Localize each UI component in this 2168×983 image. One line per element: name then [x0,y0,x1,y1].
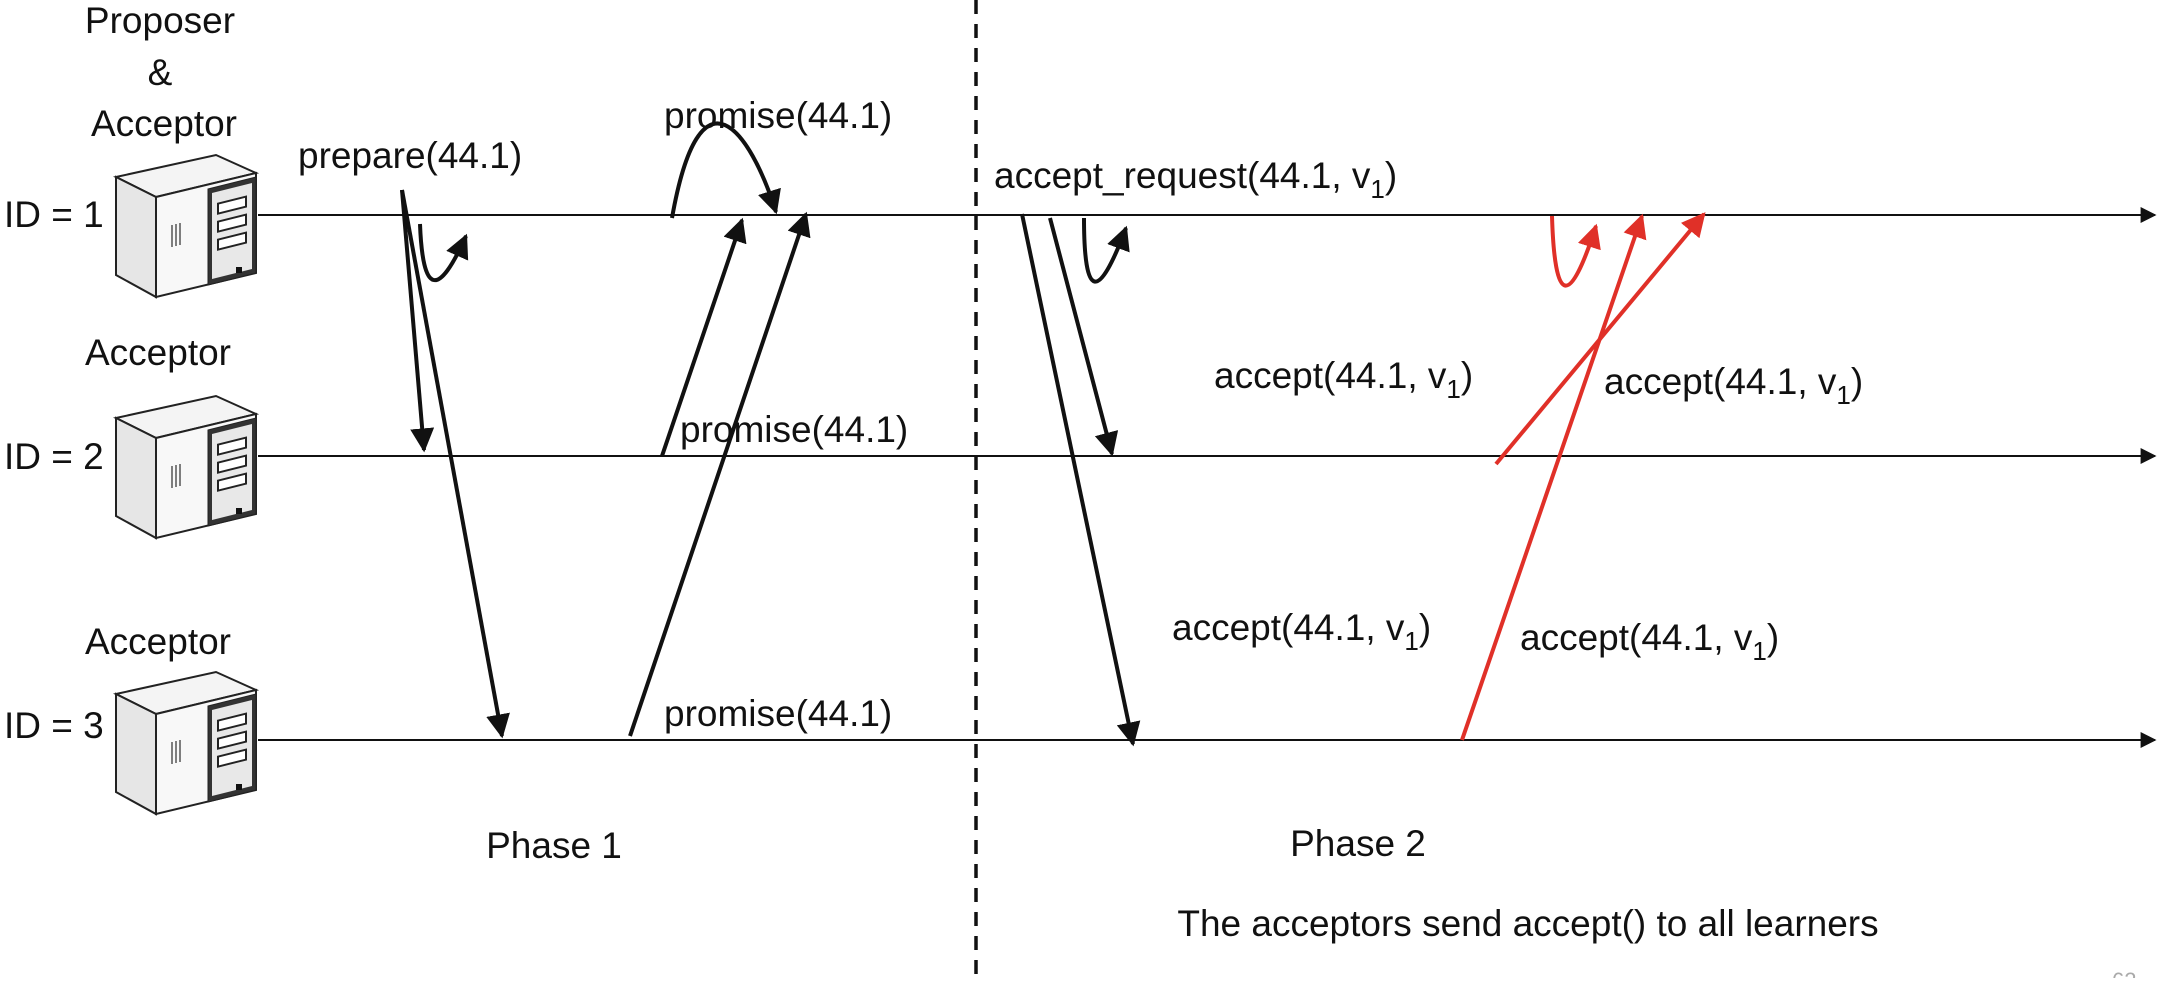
accept-label-node-3-right: accept(44.1, v1) [1520,617,1779,666]
promise-label-1: promise(44.1) [664,95,892,136]
server-icon [115,671,257,815]
prepare-label: prepare(44.1) [298,135,522,176]
promise-arrow-from-node-3 [628,211,811,737]
node-2-role-line-1: Acceptor [85,332,231,373]
node-1-role-line-3: Acceptor [91,103,237,144]
node-3: Acceptor ID = 3 [4,621,257,815]
accept-request-self-arrow [1082,217,1130,284]
accept-request-label: accept_request(44.1, v1) [994,155,1397,204]
prepare-self-arrow [418,223,469,283]
phase-1-label: Phase 1 [486,825,622,866]
node-3-id-label: ID = 3 [4,705,104,746]
accept-label-node-2-left: accept(44.1, v1) [1214,355,1473,404]
accept-label-node-2-right: accept(44.1, v1) [1604,361,1863,410]
accept-arrow-from-node-3 [1460,213,1647,741]
phase-2-note: The acceptors send accept() to all learn… [1177,903,1878,944]
node-1-role-line-2: & [148,52,173,93]
promise-self-arrow [670,121,781,219]
node-2-id-label: ID = 2 [4,436,104,477]
phase-2-accepts [1460,212,1706,741]
node-1: Proposer & Acceptor ID = 1 [4,0,257,298]
accept-request-arrow-to-node-2 [1048,217,1119,457]
promise-arrow-from-node-2 [660,217,747,457]
phase-2-accept-requests [1020,213,1141,747]
node-1-id-label: ID = 1 [4,194,104,235]
server-icon [115,154,257,298]
phase-2-label: Phase 2 [1290,823,1426,864]
promise-label-2: promise(44.1) [680,409,908,450]
prepare-arrow-to-node-2 [400,189,435,453]
server-icon [115,395,257,539]
node-1-role-line-1: Proposer [85,0,235,41]
page-number: 62 [2112,968,2136,978]
accept-self-arrow [1550,215,1601,288]
promise-label-3: promise(44.1) [664,693,892,734]
phase-1-messages [400,121,811,739]
node-2: Acceptor ID = 2 [4,332,257,539]
prepare-arrow-to-node-3 [400,189,510,739]
accept-label-node-3-left: accept(44.1, v1) [1172,607,1431,656]
accept-request-arrow-to-node-3 [1020,213,1141,747]
node-3-role-line-1: Acceptor [85,621,231,662]
